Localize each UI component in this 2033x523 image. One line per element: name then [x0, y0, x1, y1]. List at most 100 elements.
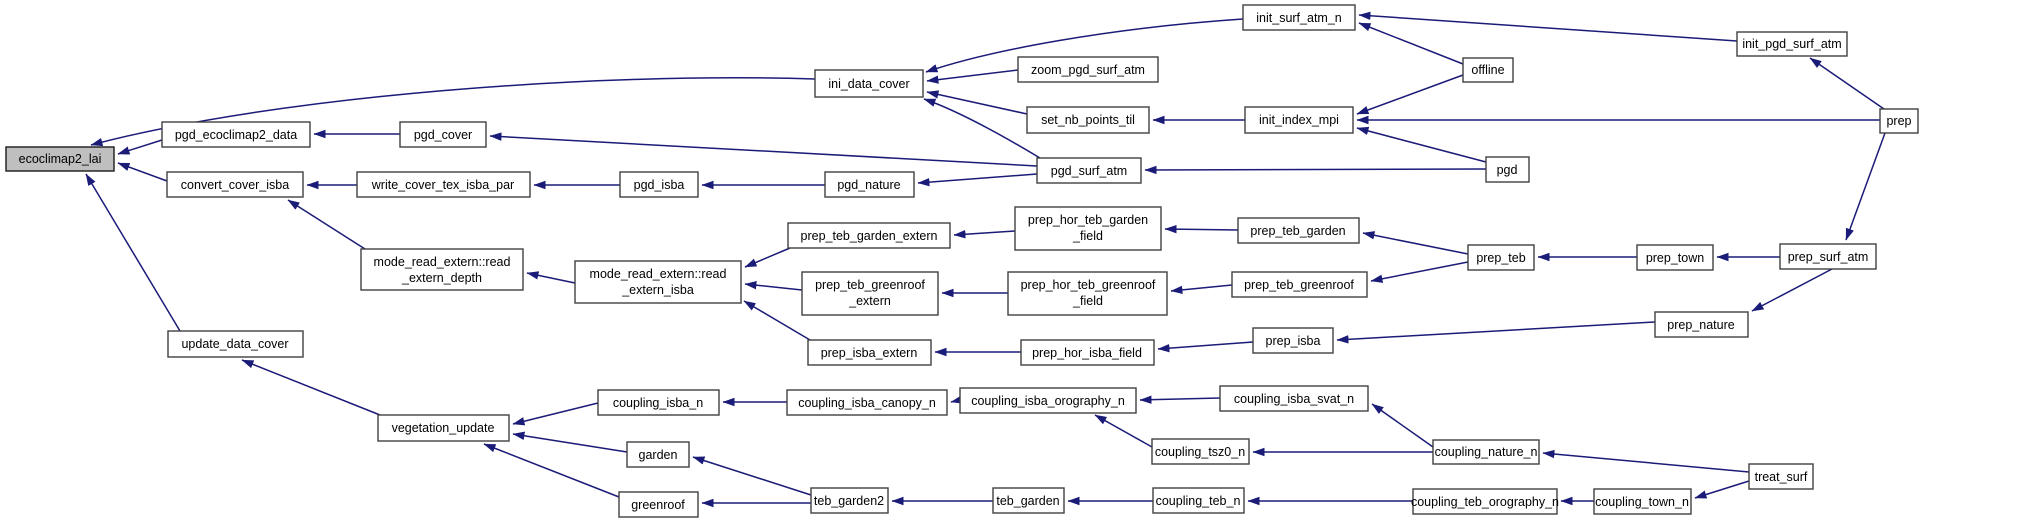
node-greenroof[interactable]: greenroof [618, 491, 699, 518]
node-coupling-isba-n[interactable]: coupling_isba_n [597, 389, 720, 416]
node-box [1026, 106, 1150, 134]
edge [287, 199, 366, 250]
node-label-line2: _extern_depth [401, 271, 482, 285]
edge [1751, 268, 1833, 312]
node-label: write_cover_tex_isba_par [371, 178, 514, 192]
node-teb-garden[interactable]: teb_garden [992, 487, 1065, 514]
node-label: teb_garden [996, 494, 1059, 508]
node-zoom-pgd-surf-atm[interactable]: zoom_pgd_surf_atm [1017, 56, 1159, 83]
node-prep-isba[interactable]: prep_isba [1252, 327, 1334, 354]
node-box [1636, 244, 1714, 271]
node-box [1593, 488, 1692, 515]
node-prep-hor-teb-greenroof-field[interactable]: prep_hor_teb_greenroof _field [1007, 271, 1168, 316]
node-prep[interactable]: prep [1879, 108, 1919, 134]
edge [526, 271, 576, 284]
node-box [574, 260, 742, 304]
node-coupling-tsz0-n[interactable]: coupling_tsz0_n [1151, 438, 1250, 465]
edge [1144, 165, 1487, 175]
node-label-line1: prep_teb_greenroof [815, 278, 925, 292]
node-box [161, 121, 311, 148]
node-box [377, 414, 510, 442]
node-box [807, 339, 932, 366]
node-box [1151, 438, 1250, 465]
node-box [626, 441, 690, 468]
node-label: pgd_surf_atm [1051, 164, 1127, 178]
edge [1370, 261, 1469, 283]
node-prep-hor-isba-field[interactable]: prep_hor_isba_field [1020, 339, 1155, 366]
edge [1164, 224, 1239, 234]
node-box [1007, 271, 1168, 316]
node-coupling-isba-canopy-n[interactable]: coupling_isba_canopy_n [786, 389, 948, 416]
node-label-line2: _extern [848, 294, 891, 308]
node-prep-teb-garden[interactable]: prep_teb_garden [1237, 217, 1360, 244]
node-ini-data-cover[interactable]: ini_data_cover [814, 69, 924, 98]
node-prep-teb-greenroof-extern[interactable]: prep_teb_greenroof _extern [801, 271, 939, 316]
node-prep-isba-extern[interactable]: prep_isba_extern [807, 339, 932, 366]
node-box [5, 146, 115, 172]
node-prep-surf-atm[interactable]: prep_surf_atm [1779, 243, 1877, 270]
node-box [1432, 439, 1540, 465]
node-label: update_data_cover [181, 337, 288, 351]
node-box [1748, 463, 1814, 490]
node-write-cover-tex-isba-par[interactable]: write_cover_tex_isba_par [356, 171, 531, 198]
node-init-pgd-surf-atm[interactable]: init_pgd_surf_atm [1736, 31, 1848, 57]
node-label-line1: mode_read_extern::read [374, 255, 511, 269]
node-pgd-nature[interactable]: pgd_nature [824, 171, 915, 198]
node-label-line1: mode_read_extern::read [590, 267, 727, 281]
node-pgd-ecoclimap2-data[interactable]: pgd_ecoclimap2_data [161, 121, 311, 148]
node-label: ecoclimap2_lai [19, 152, 102, 166]
node-label: teb_garden2 [814, 494, 884, 508]
node-label: coupling_tsz0_n [1155, 445, 1245, 459]
edge [1094, 414, 1153, 448]
node-pgd[interactable]: pgd [1485, 156, 1530, 183]
node-init-surf-atm-n[interactable]: init_surf_atm_n [1242, 4, 1356, 31]
node-box [1736, 31, 1848, 57]
node-label: offline [1471, 63, 1504, 77]
node-init-index-mpi[interactable]: init_index_mpi [1244, 106, 1354, 134]
edge [953, 230, 1016, 239]
node-box [1152, 487, 1245, 514]
node-mode-read-extern-read-extern-depth[interactable]: mode_read_extern::read _extern_depth [360, 248, 524, 291]
node-set-nb-points-til[interactable]: set_nb_points_til [1026, 106, 1150, 134]
node-ecoclimap2-lai[interactable]: ecoclimap2_lai [5, 146, 115, 172]
node-prep-teb-garden-extern[interactable]: prep_teb_garden_extern [787, 222, 951, 249]
node-teb-garden2[interactable]: teb_garden2 [810, 487, 889, 514]
node-box [1462, 57, 1514, 83]
node-label: ini_data_cover [828, 77, 909, 91]
node-prep-teb[interactable]: prep_teb [1467, 244, 1535, 271]
node-label: coupling_isba_canopy_n [798, 396, 936, 410]
node-box [399, 121, 487, 148]
node-label: prep_isba_extern [821, 346, 918, 360]
node-pgd-surf-atm[interactable]: pgd_surf_atm [1036, 157, 1142, 184]
node-pgd-isba[interactable]: pgd_isba [619, 171, 699, 198]
node-coupling-isba-orography-n[interactable]: coupling_isba_orography_n [959, 387, 1137, 414]
node-coupling-nature-n[interactable]: coupling_nature_n [1432, 439, 1540, 465]
node-label: set_nb_points_til [1041, 113, 1135, 127]
node-update-data-cover[interactable]: update_data_cover [167, 330, 304, 358]
node-garden[interactable]: garden [626, 441, 690, 468]
node-coupling-isba-svat-n[interactable]: coupling_isba_svat_n [1219, 385, 1369, 412]
node-prep-teb-greenroof[interactable]: prep_teb_greenroof [1231, 271, 1368, 298]
edge [926, 69, 1019, 84]
node-convert-cover-isba[interactable]: convert_cover_isba [166, 171, 304, 198]
node-prep-hor-teb-garden-field[interactable]: prep_hor_teb_garden _field [1014, 206, 1162, 251]
edge [923, 98, 1041, 159]
node-box [619, 171, 699, 198]
node-box [787, 222, 951, 249]
node-treat-surf[interactable]: treat_surf [1748, 463, 1814, 490]
node-coupling-teb-n[interactable]: coupling_teb_n [1152, 487, 1245, 514]
node-coupling-teb-orography-n[interactable]: coupling_teb_orography_n [1411, 488, 1559, 515]
node-coupling-town-n[interactable]: coupling_town_n [1593, 488, 1692, 515]
node-vegetation-update[interactable]: vegetation_update [377, 414, 510, 442]
node-prep-nature[interactable]: prep_nature [1654, 311, 1749, 338]
node-offline[interactable]: offline [1462, 57, 1514, 83]
node-label: pgd_ecoclimap2_data [175, 128, 297, 142]
node-pgd-cover[interactable]: pgd_cover [399, 121, 487, 148]
node-label-line1: prep_hor_teb_garden [1028, 213, 1148, 227]
node-prep-town[interactable]: prep_town [1636, 244, 1714, 271]
edge [1694, 480, 1750, 499]
node-mode-read-extern-read-extern-isba[interactable]: mode_read_extern::read _extern_isba [574, 260, 742, 304]
node-label-line2: _extern_isba [621, 283, 694, 297]
edge [1845, 132, 1886, 241]
edge [1356, 74, 1464, 115]
